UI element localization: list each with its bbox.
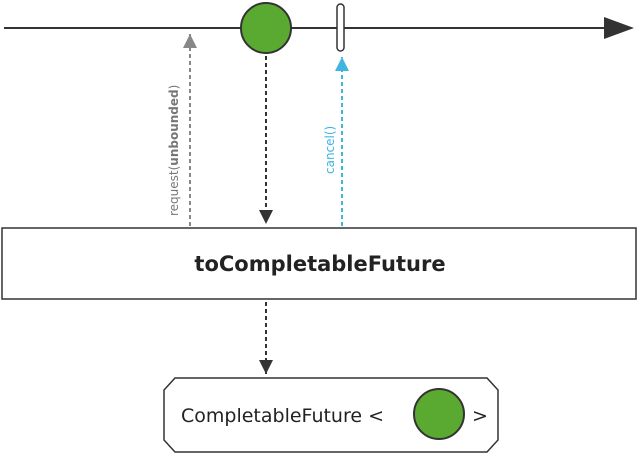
cancel-label: cancel(): [323, 126, 337, 174]
operator-label: toCompletableFuture: [194, 252, 445, 276]
request-prefix: request(: [167, 166, 181, 216]
onnext-marble: [240, 2, 292, 54]
request-suffix: ): [167, 85, 181, 90]
future-suffix-label: >: [472, 405, 488, 427]
timeline-arrowhead: [604, 17, 634, 39]
operator-box: [1, 227, 637, 300]
cancel-marker: [336, 3, 345, 52]
future-value-marble: [413, 388, 465, 440]
future-result-box: [163, 377, 499, 453]
request-argument: unbounded: [167, 89, 181, 165]
request-label: request(unbounded): [167, 85, 181, 216]
future-prefix-label: CompletableFuture <: [181, 405, 384, 427]
